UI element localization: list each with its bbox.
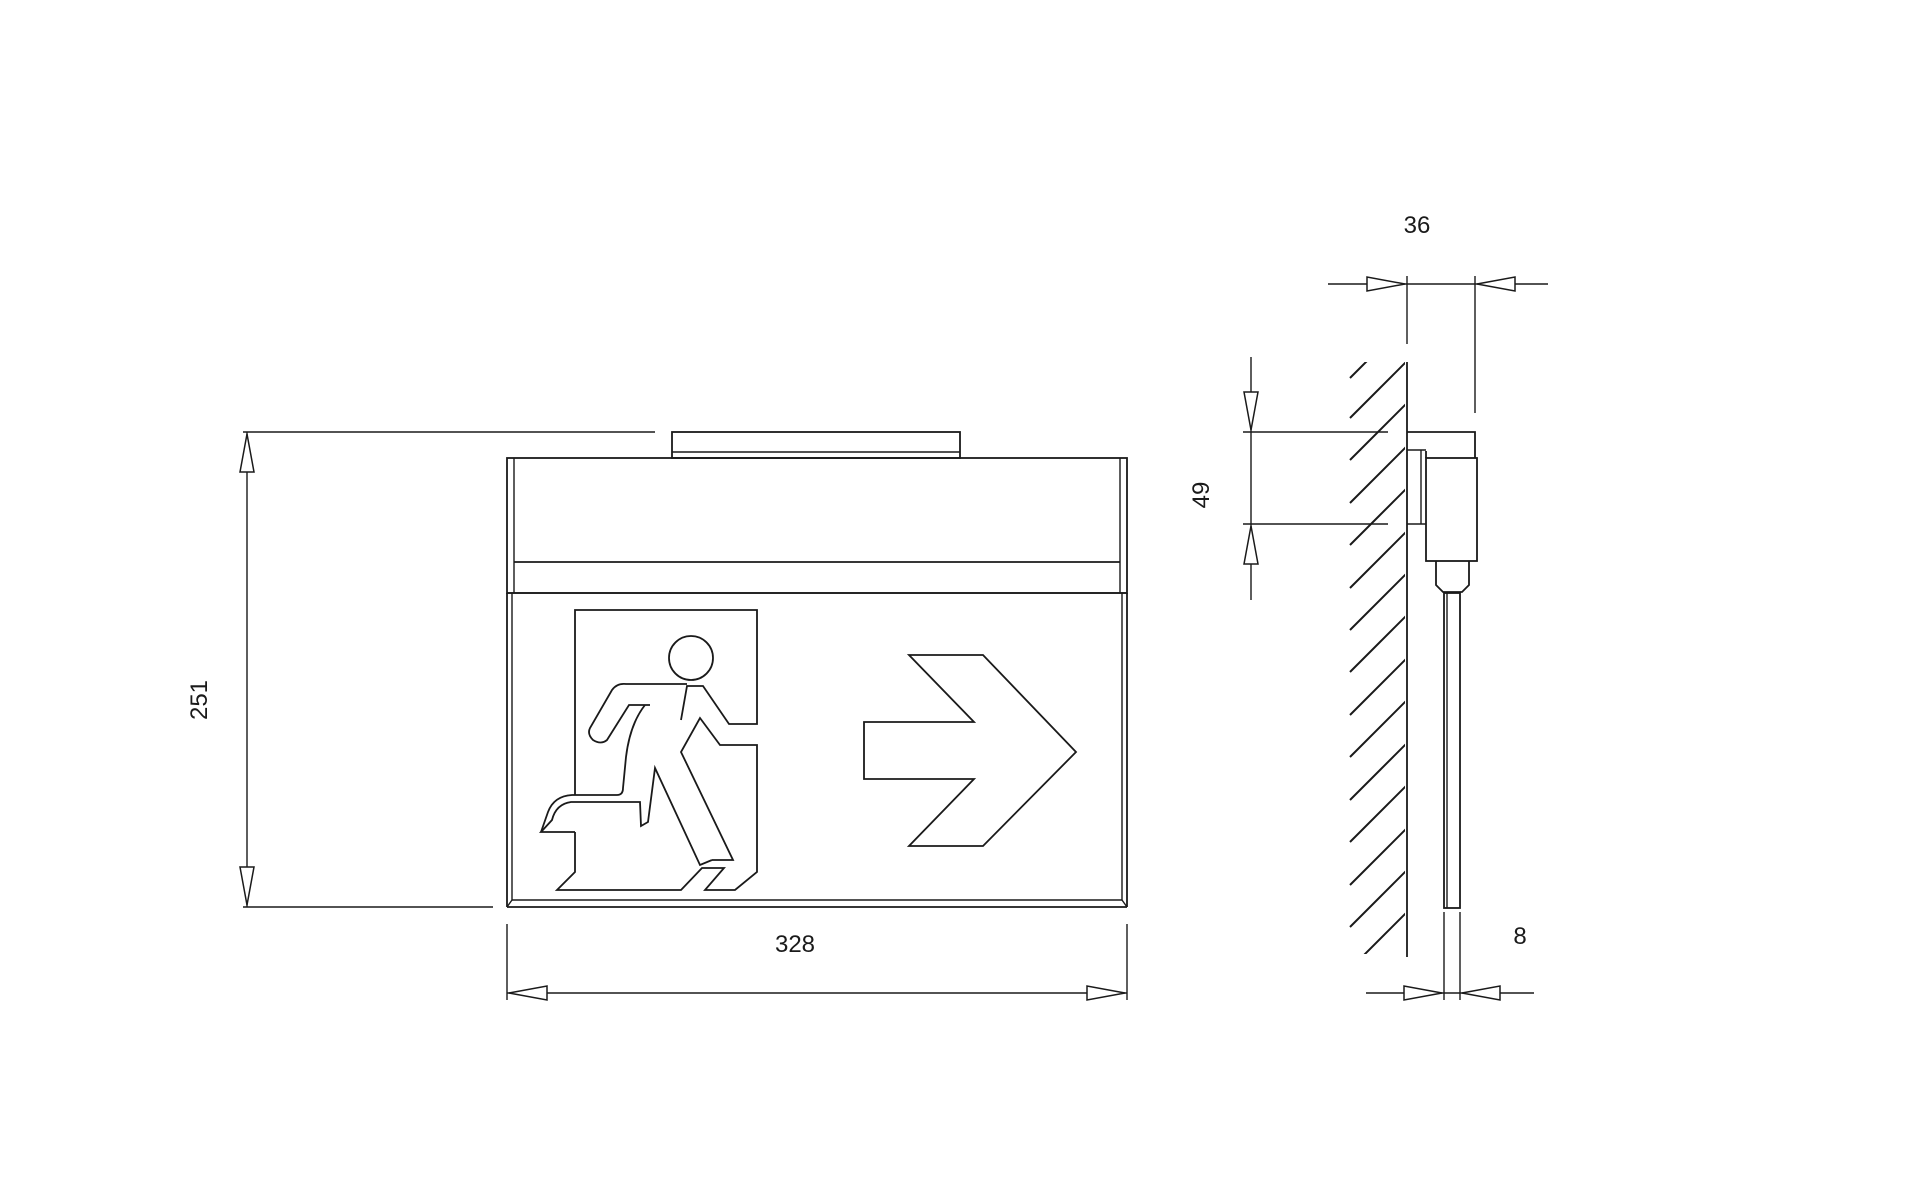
height-label: 251: [186, 680, 213, 720]
dimension-depth: 36: [1328, 212, 1548, 413]
side-view: [1349, 362, 1478, 957]
mounting-cap: [671, 431, 961, 459]
dimension-panel-thickness: 8: [1366, 912, 1534, 1001]
sign-panel: [506, 593, 1128, 908]
running-man-pictogram-icon: [538, 609, 758, 891]
panel-thickness-label: 8: [1513, 923, 1526, 950]
sign-housing: [506, 457, 1128, 594]
dimension-width: 328: [506, 924, 1128, 1001]
wall-hatching: [1349, 362, 1405, 954]
head-icon: [668, 635, 714, 681]
width-label: 328: [775, 931, 815, 958]
arrow-right-icon: [863, 654, 1078, 847]
depth-label: 36: [1404, 212, 1431, 239]
side-panel-profile: [1443, 592, 1461, 909]
bracket-height-label: 49: [1188, 482, 1215, 509]
side-housing-profile: [1407, 431, 1478, 909]
front-view: [506, 431, 1128, 908]
dimension-bracket-height: 49: [1188, 357, 1388, 600]
dimension-height: 251: [186, 431, 655, 908]
